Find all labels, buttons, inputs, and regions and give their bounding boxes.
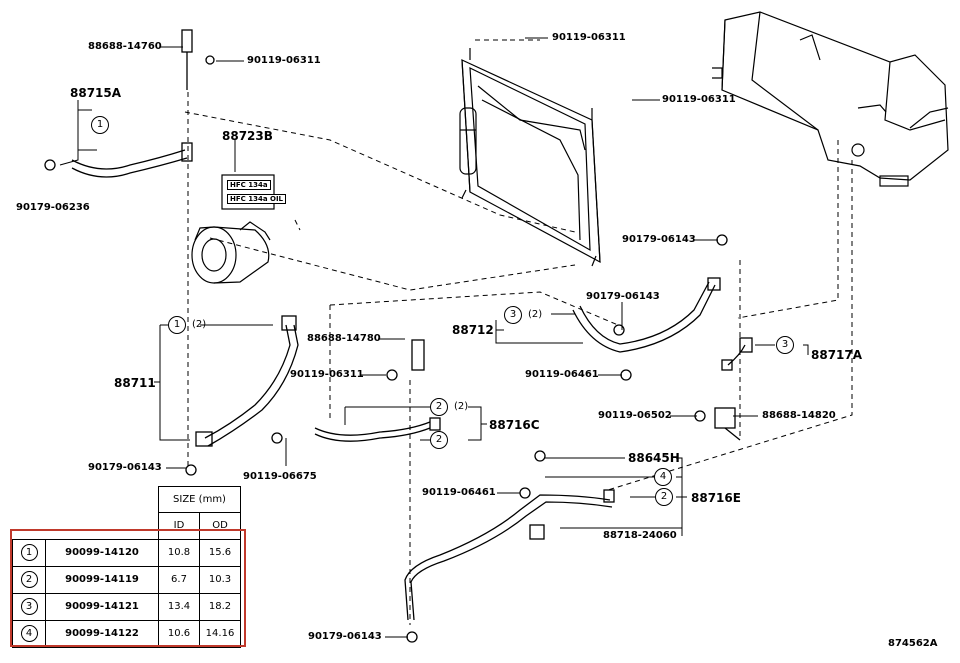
qty-88711: (2) <box>192 319 207 330</box>
part-88716C[interactable]: 88716C <box>489 418 540 432</box>
callout-1-88715A: 1 <box>91 116 109 134</box>
refrigerant-label: HFC 134a <box>227 180 271 190</box>
oil-label: HFC 134a OIL <box>227 194 287 204</box>
od-cell: 14.16 <box>199 619 241 648</box>
part-90179-06143-d[interactable]: 90179-06143 <box>308 631 382 642</box>
part-number-cell[interactable]: 90099-14121 <box>45 592 159 621</box>
part-90119-06675[interactable]: 90119-06675 <box>243 471 317 482</box>
part-88645H[interactable]: 88645H <box>628 451 680 465</box>
part-88716E[interactable]: 88716E <box>691 491 741 505</box>
callout-2-88716E: 2 <box>655 488 673 506</box>
part-88688-14780[interactable]: 88688-14780 <box>307 333 381 344</box>
part-88718-24060[interactable]: 88718-24060 <box>603 530 677 541</box>
row-number: 3 <box>20 598 38 615</box>
part-90179-06236[interactable]: 90179-06236 <box>16 202 90 213</box>
id-cell: 6.7 <box>158 565 200 594</box>
o-ring-size-table: SIZE (mm) ID OD 1 90099-14120 10.8 15.6 … <box>12 486 241 648</box>
table-row: 2 90099-14119 6.7 10.3 <box>12 565 241 594</box>
table-row: 3 90099-14121 13.4 18.2 <box>12 592 241 621</box>
id-cell: 10.6 <box>158 619 200 648</box>
part-88723B[interactable]: 88723B <box>222 129 273 143</box>
part-88717A[interactable]: 88717A <box>811 348 863 362</box>
row-number: 2 <box>20 571 38 588</box>
part-90119-06311-top[interactable]: 90119-06311 <box>247 55 321 66</box>
part-90119-06461-a[interactable]: 90119-06461 <box>525 369 599 380</box>
figure-id: 874562A <box>888 638 938 649</box>
callout-1-88711: 1 <box>168 316 186 334</box>
qty-88712: (2) <box>528 309 543 320</box>
id-cell: 13.4 <box>158 592 200 621</box>
row-number: 1 <box>20 544 38 561</box>
callout-4-88716E: 4 <box>654 468 672 486</box>
od-header: OD <box>199 512 241 540</box>
id-cell: 10.8 <box>158 538 200 567</box>
callout-3-88717A: 3 <box>776 336 794 354</box>
part-90119-06311-mid[interactable]: 90119-06311 <box>290 369 364 380</box>
id-header: ID <box>158 512 200 540</box>
table-row: 4 90099-14122 10.6 14.16 <box>12 619 241 648</box>
part-90119-06502[interactable]: 90119-06502 <box>598 410 672 421</box>
size-header: SIZE (mm) <box>158 486 241 513</box>
od-cell: 15.6 <box>199 538 241 567</box>
part-number-cell[interactable]: 90099-14122 <box>45 619 159 648</box>
part-88688-14820[interactable]: 88688-14820 <box>762 410 836 421</box>
callout-3-88712: 3 <box>504 306 522 324</box>
part-90179-06143-b[interactable]: 90179-06143 <box>586 291 660 302</box>
callout-2-88716C-a: 2 <box>430 398 448 416</box>
part-88688-14760[interactable]: 88688-14760 <box>88 41 162 52</box>
part-90179-06143-c[interactable]: 90179-06143 <box>88 462 162 473</box>
part-90119-06461-b[interactable]: 90119-06461 <box>422 487 496 498</box>
table-row: 1 90099-14120 10.8 15.6 <box>12 538 241 567</box>
part-90119-06311-cond1[interactable]: 90119-06311 <box>552 32 626 43</box>
qty-88716C: (2) <box>454 401 469 412</box>
part-90179-06143-a[interactable]: 90179-06143 <box>622 234 696 245</box>
part-88715A[interactable]: 88715A <box>70 86 122 100</box>
od-cell: 18.2 <box>199 592 241 621</box>
part-88712[interactable]: 88712 <box>452 323 494 337</box>
part-88711[interactable]: 88711 <box>114 376 156 390</box>
part-90119-06311-cond2[interactable]: 90119-06311 <box>662 94 736 105</box>
od-cell: 10.3 <box>199 565 241 594</box>
row-number: 4 <box>20 625 38 642</box>
callout-2-88716C-b: 2 <box>430 431 448 449</box>
part-number-cell[interactable]: 90099-14119 <box>45 565 159 594</box>
part-number-cell[interactable]: 90099-14120 <box>45 538 159 567</box>
